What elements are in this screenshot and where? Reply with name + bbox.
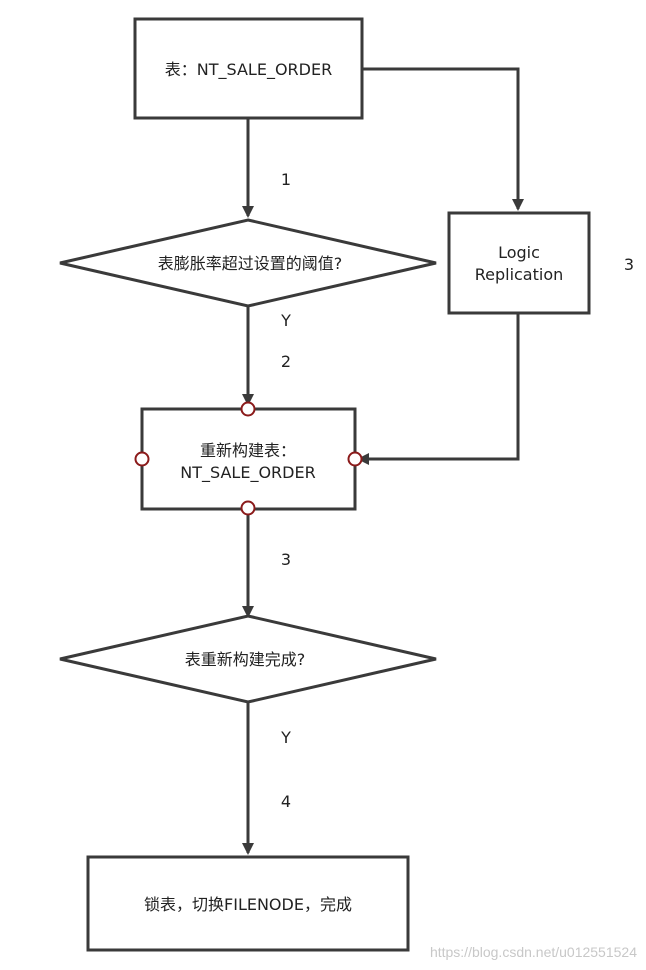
decision-diamond <box>59 614 437 704</box>
label-step-3-side: 3 <box>624 255 634 274</box>
label-yes-2: Y <box>280 728 291 747</box>
label-step-3: 3 <box>281 550 291 569</box>
edge-start-to-logic <box>362 67 524 211</box>
node-label-line2: NT_SALE_ORDER <box>180 463 315 483</box>
connectors <box>242 67 524 855</box>
node-label: 表重新构建完成? <box>185 650 306 669</box>
process-box <box>86 855 410 952</box>
label-step-2: 2 <box>281 352 291 371</box>
node-final: 锁表，切换FILENODE，完成 <box>86 855 410 952</box>
node-logic-replication: Logic Replication <box>447 211 591 315</box>
watermark-text: https://blog.csdn.net/u012551524 <box>430 944 637 960</box>
node-label-line1: 重新构建表： <box>200 441 296 460</box>
edge-labels: 1 Y 2 3 3 Y 4 <box>280 170 634 811</box>
node-start: 表：NT_SALE_ORDER <box>133 17 364 120</box>
node-decision1: 表膨胀率超过设置的阈值? <box>59 218 437 308</box>
connection-point-top[interactable] <box>240 401 256 417</box>
label-step-1: 1 <box>281 170 291 189</box>
node-label: 锁表，切换FILENODE，完成 <box>144 895 352 914</box>
edge-logic-to-rebuild <box>357 313 520 465</box>
process-box <box>133 17 364 120</box>
label-yes-1: Y <box>280 311 291 330</box>
node-label: 表：NT_SALE_ORDER <box>165 60 332 80</box>
process-box <box>447 211 591 315</box>
node-rebuild: 重新构建表： NT_SALE_ORDER <box>134 401 363 516</box>
node-label-line1: Logic <box>498 243 540 262</box>
decision-diamond <box>59 218 437 308</box>
node-label: 表膨胀率超过设置的阈值? <box>158 254 343 273</box>
node-decision2: 表重新构建完成? <box>59 614 437 704</box>
label-step-4: 4 <box>281 792 291 811</box>
connection-point-bottom[interactable] <box>240 500 256 516</box>
node-label-line2: Replication <box>475 265 564 284</box>
connection-point-right[interactable] <box>347 451 363 467</box>
connection-point-left[interactable] <box>134 451 150 467</box>
